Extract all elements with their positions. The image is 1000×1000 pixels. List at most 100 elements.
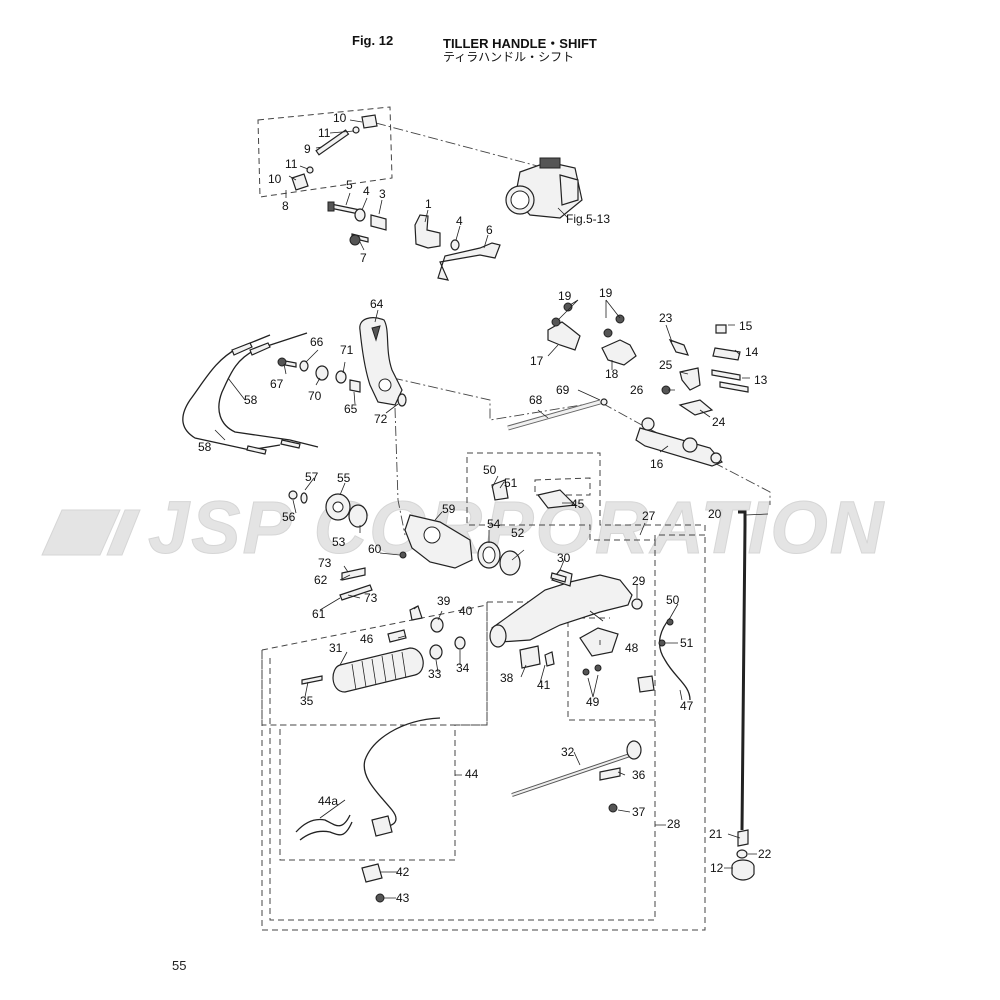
callout-52: 52 [511,526,525,540]
group-box-outer [261,535,706,931]
screw-51-side [658,639,666,647]
callout-53: 53 [332,535,346,549]
callout-26: 26 [630,383,644,397]
screw-43 [375,893,385,903]
callout-46: 46 [360,632,374,646]
figure-number: Fig. 12 [352,33,394,48]
callout-69: 69 [556,383,570,397]
callout-36: 36 [632,768,646,782]
clip-24 [678,399,714,416]
callout-8: 8 [282,199,289,213]
pulley-53 [348,504,368,528]
page-number: 55 [172,958,187,973]
label-46 [387,629,407,643]
plate-13-b [719,381,749,393]
callout-4-right: 4 [456,214,463,228]
screw-15 [715,324,727,334]
callout-30: 30 [557,551,571,565]
callout-49: 49 [586,695,600,709]
callout-3: 3 [379,187,386,201]
clip-11-lower [306,166,314,174]
callout-13: 13 [754,373,768,387]
callout-10-upper: 10 [333,111,347,125]
throttle-cables-58 [182,332,319,455]
screw-49-a [582,668,590,676]
callout-37: 37 [632,805,646,819]
callout-33: 33 [428,667,442,681]
callout-11-upper: 11 [318,126,331,140]
bolt-61 [339,584,373,601]
callout-66: 66 [310,335,324,349]
callout-59: 59 [442,502,456,516]
callout-56: 56 [282,510,296,524]
shift-arm-18 [601,339,637,366]
plate-36 [599,767,621,781]
group-box-44 [279,724,456,861]
knob-32 [626,740,642,760]
callout-29: 29 [632,574,646,588]
spring-40 [430,617,444,633]
bolt-19-b [615,314,625,324]
callout-68: 68 [529,393,543,407]
shift-arm-17 [547,321,581,351]
leader-lines [214,119,769,899]
callout-28: 28 [667,817,681,831]
callout-40: 40 [459,604,473,618]
clip-23 [668,338,689,356]
ring-52 [499,550,521,576]
group-box-8 [257,106,393,198]
callout-70: 70 [308,389,322,403]
switch-bracket-48 [579,627,619,657]
nut-56 [288,490,298,500]
stop-switch-group [579,617,691,701]
callout-50-side: 50 [666,593,680,607]
callout-47: 47 [680,699,694,713]
shift-bracket-16 [635,427,724,467]
group-box-45 [534,477,591,496]
bushing-33 [429,644,443,660]
callout-58-upper: 58 [244,393,258,407]
callout-19-left: 19 [558,289,572,303]
plug-29 [631,598,643,610]
callout-42: 42 [396,865,410,879]
clip-50-top [491,479,509,501]
joint-21 [737,829,749,847]
callout-72: 72 [374,412,388,426]
throttle-grip-group [301,605,555,693]
cable-47 [658,617,691,701]
shift-linkage-top [291,114,583,281]
callout-20: 20 [708,507,722,521]
cam-38 [519,645,541,669]
collar-39 [409,605,423,621]
watermark-logo-icon [41,509,141,556]
callout-73-upper: 73 [318,556,332,570]
pin-60 [399,551,407,559]
callout-31: 31 [329,641,343,655]
callout-11-lower: 11 [285,157,298,171]
callout-32: 32 [561,745,575,759]
grommet-12 [731,859,755,881]
throttle-lever-64 [359,317,403,406]
spring-washer-66 [299,360,309,372]
screw-37 [608,803,618,813]
callout-38: 38 [500,671,514,685]
nut-22 [736,849,748,859]
washer-4-right [450,239,460,251]
callout-14: 14 [745,345,759,359]
clip-11-upper [352,126,360,134]
callout-9: 9 [304,142,311,156]
callout-15: 15 [739,319,753,333]
figure-title: TILLER HANDLE・SHIFT [443,36,597,51]
plate-14 [712,347,741,361]
shift-rod-20 [731,510,755,881]
callout-23: 23 [659,311,673,325]
callout-44a: 44a [318,794,338,808]
housing-59 [404,514,473,569]
washer-70 [315,365,329,381]
collar-65 [349,379,361,393]
callout-24: 24 [712,415,726,429]
washer-72 [397,393,407,407]
carburetor-icon [505,157,583,219]
shift-rod-group [507,398,724,467]
